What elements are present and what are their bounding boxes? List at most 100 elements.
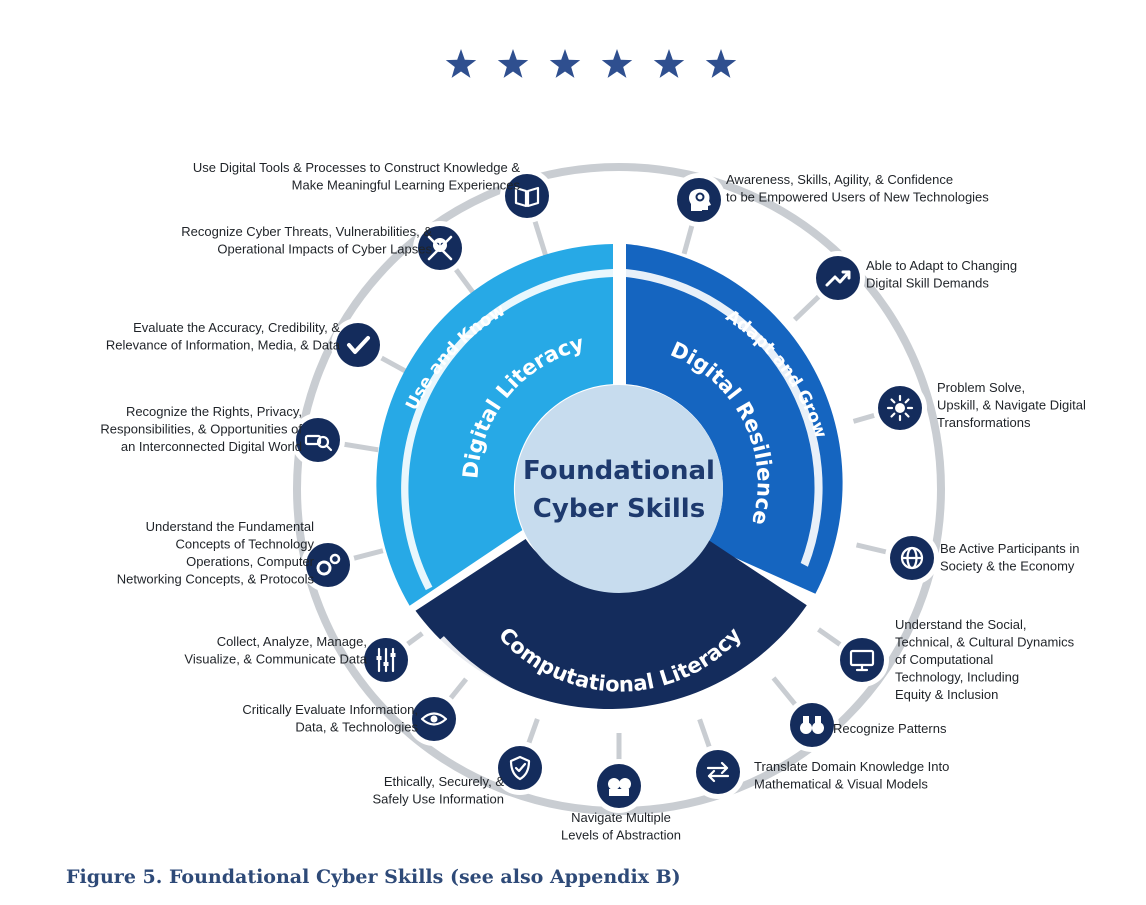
star-icon	[445, 49, 477, 78]
skill-item: Ethically, Securely, &Safely Use Informa…	[372, 741, 547, 807]
skill-label: Recognize Patterns	[833, 721, 947, 736]
skill-label: Ethically, Securely, &Safely Use Informa…	[372, 774, 504, 807]
skill-item: Understand the Social,Technical, & Cultu…	[835, 617, 1075, 702]
globe-icon	[890, 536, 934, 580]
skill-label-line: Technology, Including	[895, 670, 1019, 685]
skill-label-line: an Interconnected Digital World	[121, 439, 302, 454]
skill-label-line: Mathematical & Visual Models	[754, 777, 928, 792]
skill-label-line: Technical, & Cultural Dynamics	[895, 635, 1075, 650]
skill-label-line: Networking Concepts, & Protocols	[117, 572, 315, 587]
skill-label-line: Problem Solve,	[937, 380, 1025, 395]
skill-label-line: Safely Use Information	[372, 792, 504, 807]
skill-label: Collect, Analyze, Manage, Visualize, & Co…	[184, 634, 367, 667]
skill-label-line: Be Active Participants in	[940, 541, 1079, 556]
skill-label-line: Use Digital Tools & Processes to Constru…	[193, 160, 520, 175]
skill-label: Understand the Social,Technical, & Cultu…	[895, 617, 1075, 702]
connector-spoke	[350, 548, 384, 562]
segment-digital-resilience	[626, 244, 843, 594]
skill-label-line: Equity & Inclusion	[895, 687, 998, 702]
trend-up-icon	[816, 256, 860, 300]
separator-computational	[437, 634, 803, 722]
skill-label-line: Critically Evaluate Information,	[242, 702, 418, 717]
connector-spokes	[341, 218, 890, 762]
sliders-icon	[364, 638, 408, 682]
connector-spoke	[341, 441, 379, 453]
skill-item: Recognize the Rights, Privacy,Responsibi…	[100, 404, 345, 467]
skill-label-line: Understand the Fundamental	[146, 519, 314, 534]
skill-label-line: Operational Impacts of Cyber Lapses	[217, 242, 432, 257]
skill-label-line: Translate Domain Knowledge Into	[754, 759, 949, 774]
book-icon	[505, 174, 549, 218]
star-icon	[653, 49, 685, 78]
connector-spoke	[817, 627, 844, 649]
monitor-icon	[840, 638, 884, 682]
head-gears-icon	[677, 178, 721, 222]
connector-spoke	[792, 292, 823, 322]
skill-label-line: Recognize Cyber Threats, Vulnerabilities…	[181, 224, 432, 239]
skill-item: Problem Solve, Upskill, & Navigate Digita…	[873, 380, 1086, 435]
skill-label-line: of Computational	[895, 652, 993, 667]
skill-label-line: Collect, Analyze, Manage,	[217, 634, 367, 649]
skill-label-line: Digital Skill Demands	[866, 276, 989, 291]
skill-label-line: to be Empowered Users of New Technologie…	[726, 190, 989, 205]
skill-label-line: Navigate Multiple	[571, 810, 671, 825]
connector-spoke	[852, 412, 878, 424]
skill-label-line: Able to Adapt to Changing	[866, 258, 1017, 273]
shield-check-icon	[498, 746, 542, 790]
skill-label-line: Concepts of Technology	[175, 537, 314, 552]
star-icon	[549, 49, 581, 78]
skill-item: Recognize Cyber Threats, Vulnerabilities…	[181, 221, 467, 275]
skill-label-line: Recognize the Rights, Privacy,	[126, 404, 302, 419]
skill-item: Awareness, Skills, Agility, & Confidence…	[672, 172, 989, 227]
connector-spoke	[697, 718, 713, 751]
center-title-line2: Cyber Skills	[533, 494, 705, 524]
skill-label: Recognize the Rights, Privacy,Responsibi…	[100, 404, 302, 454]
skill-item: Use Digital Tools & Processes to Constru…	[193, 160, 554, 223]
skill-label-line: Visualize, & Communicate Data	[184, 652, 367, 667]
skill-item: Recognize Patterns	[785, 698, 947, 752]
connector-spoke	[681, 222, 696, 255]
connector-spoke	[452, 265, 476, 295]
skill-label: Critically Evaluate Information, Data, & …	[242, 702, 418, 735]
connector-spoke	[531, 218, 549, 257]
skill-label-line: Transformations	[937, 415, 1031, 430]
skill-item: Evaluate the Accuracy, Credibility, &Rel…	[106, 318, 385, 372]
skill-label-line: Operations, Computer	[186, 554, 315, 569]
skill-label-line: Levels of Abstraction	[561, 828, 681, 843]
skill-label-line: Relevance of Information, Media, & Data	[106, 338, 341, 353]
center-circle	[515, 385, 723, 593]
figure-caption: Figure 5. Foundational Cyber Skills (see…	[66, 866, 681, 888]
skill-label-line: Data, & Technologies	[295, 720, 418, 735]
skill-label-line: Recognize Patterns	[833, 721, 947, 736]
connector-spoke	[525, 718, 540, 747]
arrows-icon	[696, 750, 740, 794]
sun-icon	[878, 386, 922, 430]
skill-label: Awareness, Skills, Agility, & Confidence…	[726, 172, 989, 205]
skill-label: Evaluate the Accuracy, Credibility, &Rel…	[106, 320, 341, 353]
skill-label-line: Awareness, Skills, Agility, & Confidence	[726, 172, 953, 187]
skill-label: Problem Solve, Upskill, & Navigate Digita…	[937, 380, 1086, 430]
connector-spoke	[855, 542, 890, 555]
binoculars-icon	[790, 703, 834, 747]
skill-label-line: Upskill, & Navigate Digital	[937, 398, 1086, 413]
segment-computational-literacy	[415, 535, 807, 709]
eye-icon	[412, 697, 456, 741]
connector-spoke	[403, 631, 424, 648]
center-title-line1: Foundational	[523, 456, 715, 486]
separator-literacy	[401, 269, 613, 591]
segment-digital-literacy	[376, 244, 613, 606]
star-icon	[705, 49, 737, 78]
skill-item: Collect, Analyze, Manage, Visualize, & Co…	[184, 633, 413, 687]
skull-crossbones-icon	[418, 226, 462, 270]
checkmark-icon	[336, 323, 380, 367]
gears-icon	[306, 543, 350, 587]
cyber-skills-diagram: Foundational Cyber Skills Digital Litera…	[100, 49, 1086, 843]
skill-list: Use Digital Tools & Processes to Constru…	[100, 160, 1086, 843]
skill-label: Recognize Cyber Threats, Vulnerabilities…	[181, 224, 432, 257]
